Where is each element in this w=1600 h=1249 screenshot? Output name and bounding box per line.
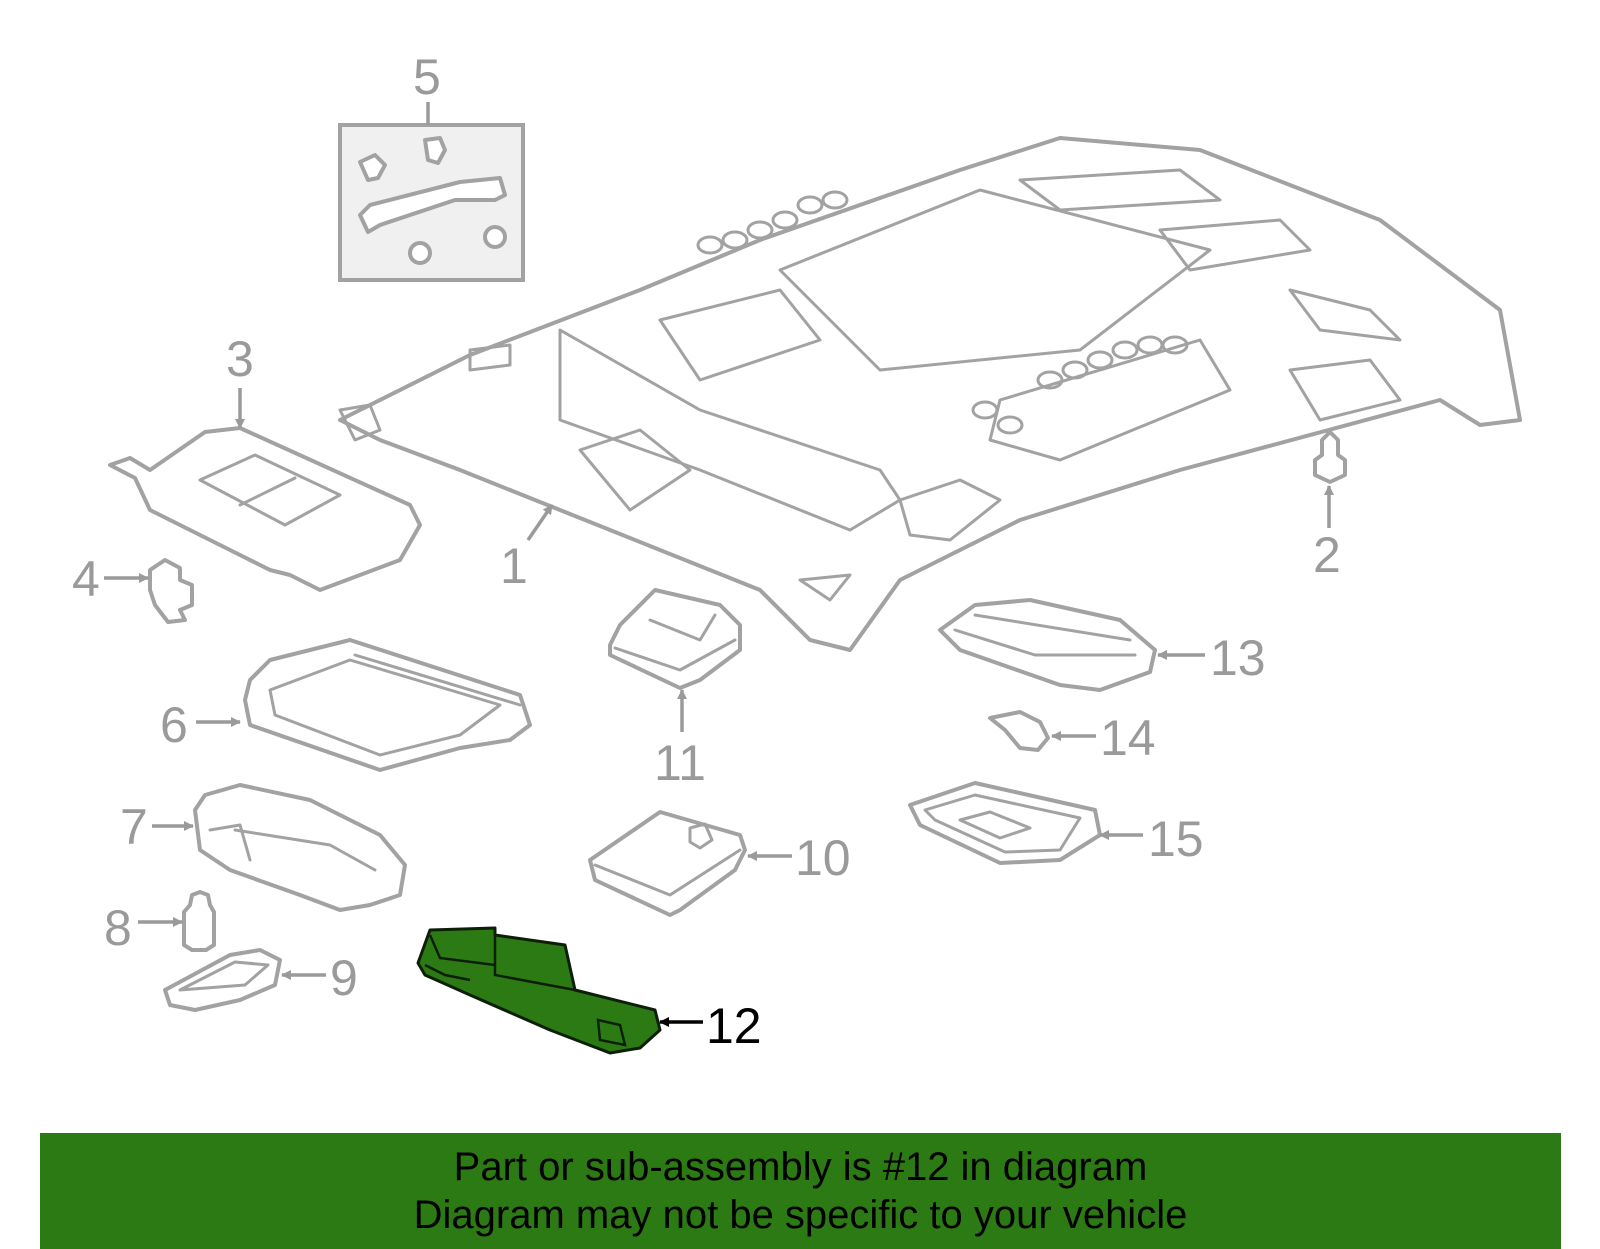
part-9-lens (163, 948, 282, 1012)
callout-8: 8 (104, 900, 183, 956)
callout-label-6: 6 (160, 697, 188, 753)
callout-3: 3 (226, 331, 254, 429)
parts-diagram: 1 2 3 4 5 6 7 8 9 10 11 12 (72, 49, 1522, 1055)
part-2-clip (1313, 430, 1347, 484)
info-banner: Part or sub-assembly is #12 in diagram D… (40, 1133, 1561, 1249)
part-10-module (588, 810, 747, 917)
part-12-highlighted[interactable] (416, 926, 662, 1055)
part-4-clip (148, 558, 194, 624)
part-5-grab-handle (338, 123, 525, 282)
callout-11: 11 (654, 689, 706, 791)
callout-15: 15 (1099, 811, 1204, 867)
part-11-bracket (608, 588, 742, 690)
banner-line-2: Diagram may not be specific to your vehi… (413, 1193, 1188, 1237)
callout-7: 7 (120, 799, 194, 855)
callout-label-8: 8 (104, 900, 132, 956)
callout-label-13: 13 (1210, 630, 1266, 686)
callout-label-15: 15 (1148, 811, 1204, 867)
callout-5: 5 (413, 49, 441, 125)
callout-1: 1 (500, 504, 554, 594)
callout-12: 12 (659, 998, 762, 1054)
callout-label-7: 7 (120, 799, 148, 855)
callout-label-2: 2 (1313, 527, 1341, 583)
part-13-lamp-base (938, 598, 1157, 692)
part-3-sun-visor (108, 426, 422, 592)
callout-13: 13 (1157, 630, 1266, 686)
callout-4: 4 (72, 551, 149, 607)
callout-label-9: 9 (330, 950, 358, 1006)
callout-label-4: 4 (72, 551, 100, 607)
callout-label-10: 10 (795, 830, 851, 886)
callout-6: 6 (160, 697, 241, 753)
callout-label-3: 3 (226, 331, 254, 387)
callout-label-1: 1 (500, 538, 528, 594)
callout-label-5: 5 (413, 49, 441, 105)
part-8-bulb (182, 890, 216, 952)
callout-label-12: 12 (706, 998, 762, 1054)
callout-10: 10 (747, 830, 851, 886)
callout-label-14: 14 (1100, 710, 1156, 766)
callout-label-11: 11 (654, 735, 706, 791)
part-6-console-housing (243, 638, 532, 772)
callout-14: 14 (1051, 710, 1156, 766)
callout-9: 9 (281, 950, 358, 1006)
part-7-lamp-assembly (193, 783, 407, 912)
part-1-headliner (338, 136, 1522, 652)
banner-line-1: Part or sub-assembly is #12 in diagram (453, 1145, 1148, 1189)
callout-2: 2 (1313, 485, 1341, 583)
part-15-lens (908, 781, 1102, 865)
part-14-bulb (988, 710, 1050, 752)
